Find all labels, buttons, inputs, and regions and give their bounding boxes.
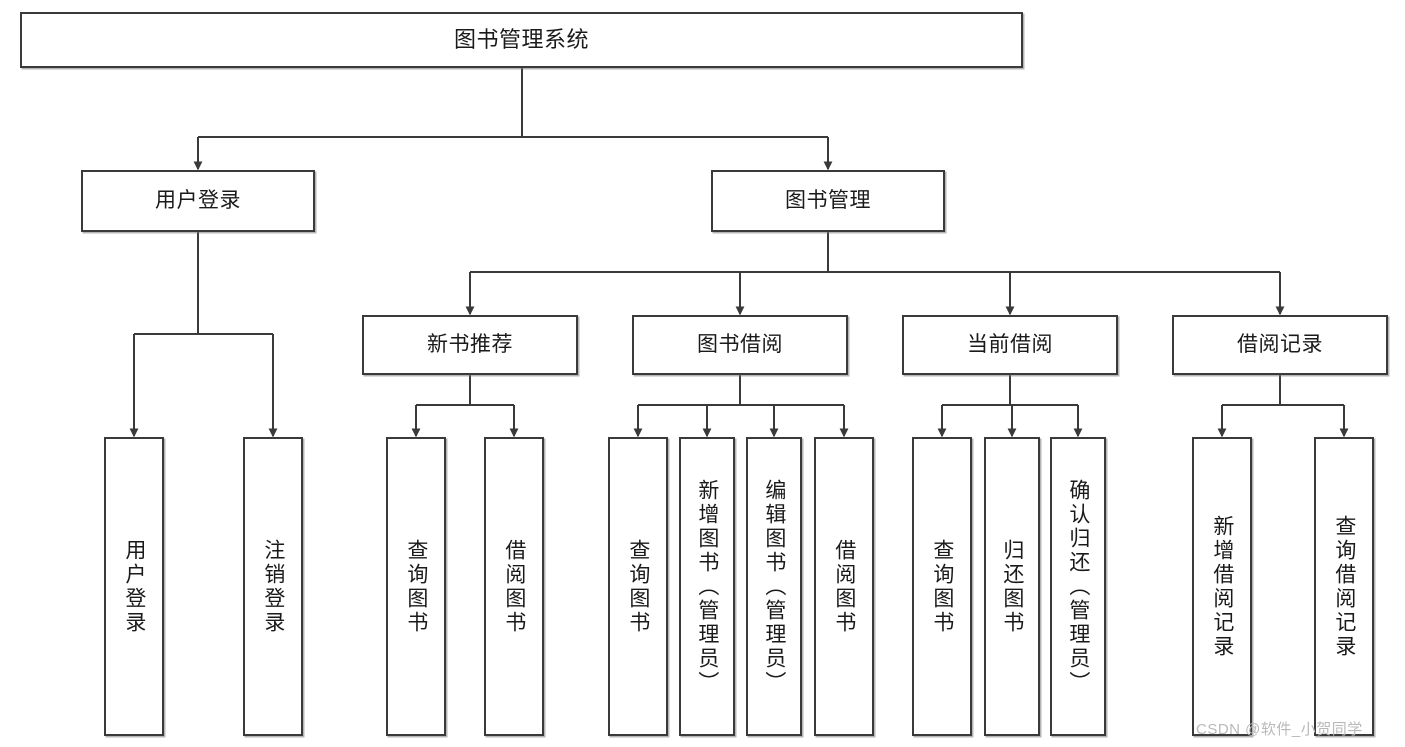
node-borrow: 图书借阅 xyxy=(632,315,848,375)
node-label: 查询借阅记录 xyxy=(1332,514,1356,659)
node-label: 图书借阅 xyxy=(697,332,783,356)
node-label: 借阅图书 xyxy=(502,538,526,635)
node-l-qrec: 查询借阅记录 xyxy=(1314,437,1374,736)
node-label: 借阅记录 xyxy=(1237,332,1323,356)
node-root: 图书管理系统 xyxy=(20,12,1023,68)
node-label: 编辑图书（管理员） xyxy=(762,478,786,695)
node-label: 确认归还（管理员） xyxy=(1066,478,1090,695)
node-label: 新增借阅记录 xyxy=(1210,514,1234,659)
node-l-logout: 注销登录 xyxy=(243,437,303,736)
node-l-qbook2: 查询图书 xyxy=(608,437,668,736)
node-label: 当前借阅 xyxy=(967,332,1053,356)
node-l-bbook1: 借阅图书 xyxy=(484,437,544,736)
node-l-editbook: 编辑图书（管理员） xyxy=(746,437,802,736)
node-label: 注销登录 xyxy=(261,538,285,635)
node-label: 图书管理系统 xyxy=(453,27,589,53)
node-label: 新增图书（管理员） xyxy=(695,478,719,695)
watermark: CSDN @软件_小贺同学 xyxy=(1196,721,1363,738)
node-l-qbook1: 查询图书 xyxy=(386,437,446,736)
node-label: 借阅图书 xyxy=(832,538,856,635)
node-label: 图书管理 xyxy=(785,188,871,212)
node-label: 查询图书 xyxy=(404,538,428,635)
node-records: 借阅记录 xyxy=(1172,315,1388,375)
node-label: 查询图书 xyxy=(930,538,954,635)
node-l-qbook3: 查询图书 xyxy=(912,437,972,736)
node-label: 用户登录 xyxy=(155,188,241,212)
node-label: 归还图书 xyxy=(1000,538,1024,635)
node-newbook: 新书推荐 xyxy=(362,315,578,375)
node-label: 新书推荐 xyxy=(427,332,513,356)
node-login: 用户登录 xyxy=(81,170,315,232)
node-bookmgmt: 图书管理 xyxy=(711,170,945,232)
node-current: 当前借阅 xyxy=(902,315,1118,375)
node-l-return: 归还图书 xyxy=(984,437,1040,736)
node-label: 查询图书 xyxy=(626,538,650,635)
node-l-addbook: 新增图书（管理员） xyxy=(679,437,735,736)
node-l-login: 用户登录 xyxy=(104,437,164,736)
node-l-addrec: 新增借阅记录 xyxy=(1192,437,1252,736)
node-label: 用户登录 xyxy=(122,538,146,635)
node-l-confirm: 确认归还（管理员） xyxy=(1050,437,1106,736)
node-l-bbook2: 借阅图书 xyxy=(814,437,874,736)
